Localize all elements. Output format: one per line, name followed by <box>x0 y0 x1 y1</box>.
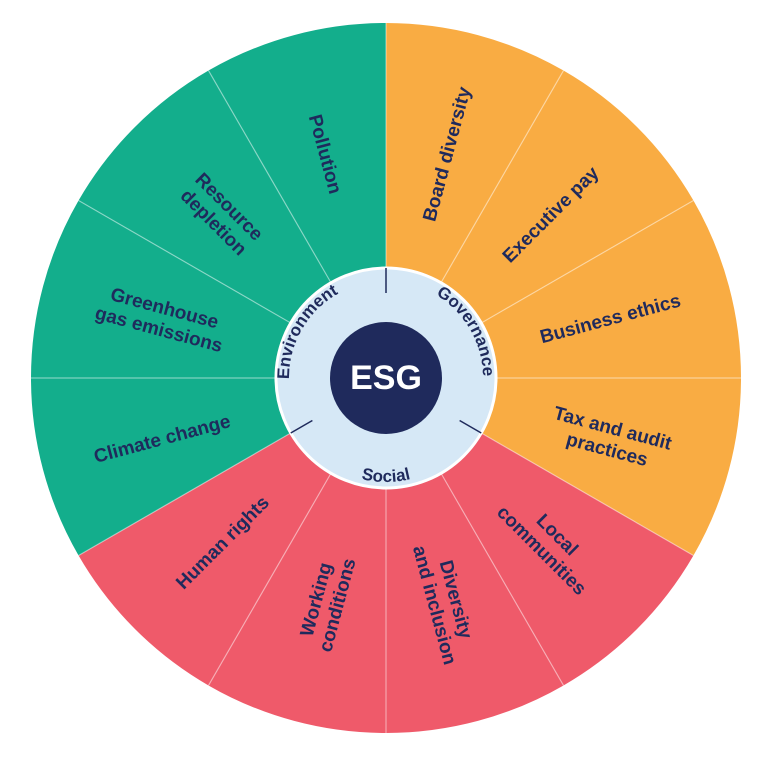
center-label: ESG <box>350 359 422 397</box>
segment-divider <box>207 70 332 284</box>
pillar-label-social: Social <box>360 464 411 486</box>
segment-divider <box>207 472 332 686</box>
segment-divider <box>78 432 292 557</box>
segment-social <box>441 433 694 686</box>
segment-environment <box>78 70 331 323</box>
center-hub: ESG <box>330 322 442 434</box>
pillar-ring-divider <box>459 419 482 434</box>
segments-layer <box>30 23 741 733</box>
segment-environment <box>208 23 386 283</box>
pillar-ring-divider <box>290 419 313 434</box>
segment-governance <box>386 23 564 283</box>
segment-governance <box>481 378 741 556</box>
segment-divider <box>78 199 292 324</box>
segment-social <box>386 473 564 733</box>
segment-environment <box>31 200 291 378</box>
dividers-layer <box>31 23 741 733</box>
segment-governance <box>441 70 694 323</box>
segment-divider <box>480 199 694 324</box>
segment-social <box>78 433 331 686</box>
segment-environment <box>30 378 291 556</box>
center-circle <box>330 322 442 434</box>
segment-divider <box>480 432 694 557</box>
segment-governance <box>481 200 741 378</box>
segment-social <box>208 473 386 733</box>
segment-divider <box>440 472 565 686</box>
segment-divider <box>440 70 565 284</box>
